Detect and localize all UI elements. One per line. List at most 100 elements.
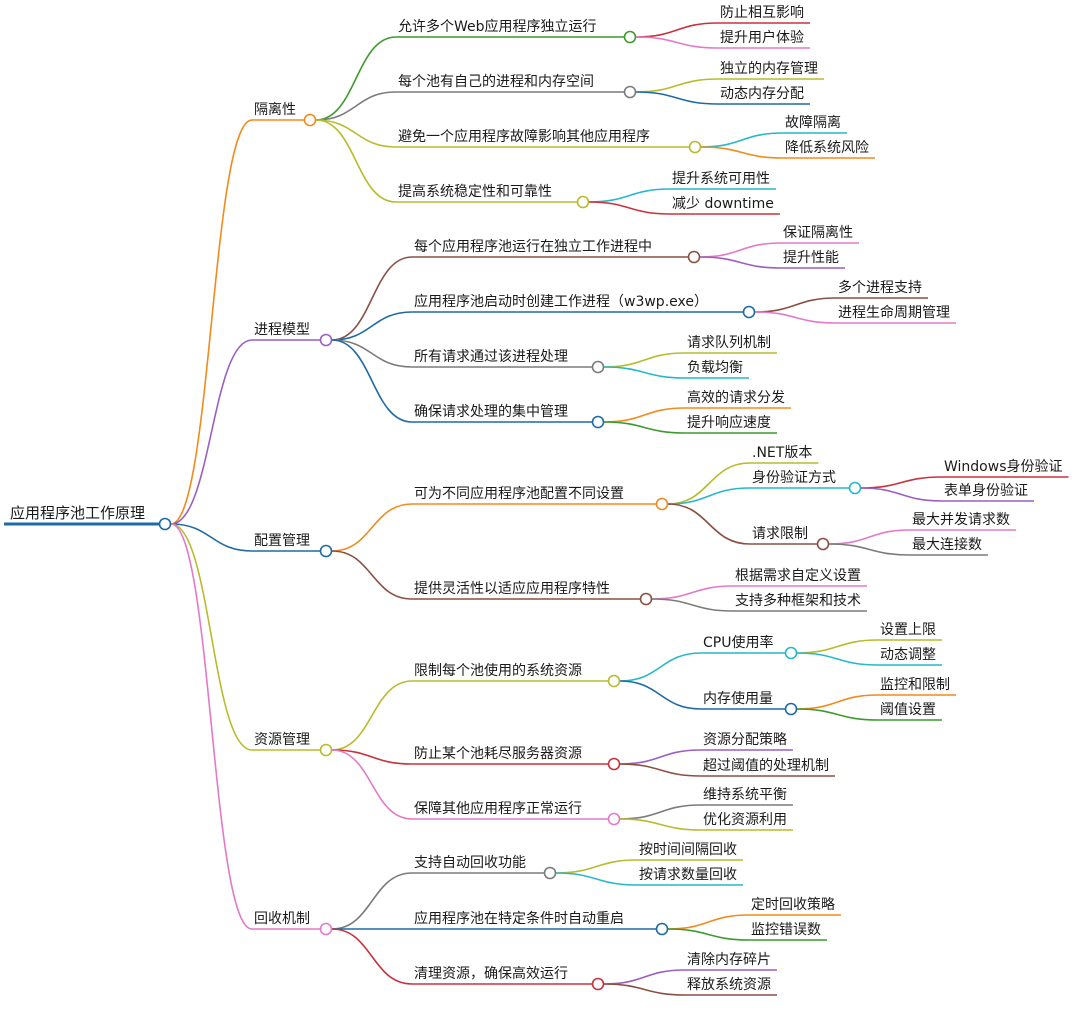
connector-b1-3-0 xyxy=(603,407,686,423)
topic-b0-2-0[interactable]: 故障隔离 xyxy=(785,115,841,131)
collapse-toggle-b1-0[interactable] xyxy=(687,250,701,264)
topic-b3-1[interactable]: 防止某个池耗尽服务器资源 xyxy=(414,746,582,762)
collapse-toggle-b4-1[interactable] xyxy=(655,922,669,936)
connector-b0-0-0 xyxy=(635,22,719,38)
collapse-toggle-b3-0-0[interactable] xyxy=(784,646,798,660)
collapse-toggle-b0-0[interactable] xyxy=(623,30,637,44)
connector-b2-0-2-1 xyxy=(828,543,911,556)
topic-b3[interactable]: 资源管理 xyxy=(254,732,310,748)
topic-b1-2-1[interactable]: 负载均衡 xyxy=(687,360,743,376)
collapse-toggle-b4-0[interactable] xyxy=(543,866,557,880)
topic-b1-3[interactable]: 确保请求处理的集中管理 xyxy=(414,404,568,420)
topic-b1-0-1[interactable]: 提升性能 xyxy=(783,250,839,266)
collapse-toggle-b1-2[interactable] xyxy=(591,360,605,374)
topic-b4-0-0[interactable]: 按时间间隔回收 xyxy=(639,842,737,858)
topic-b0-1-0[interactable]: 独立的内存管理 xyxy=(720,61,818,77)
topic-b3-0-1[interactable]: 内存使用量 xyxy=(703,691,773,707)
topic-b2-1[interactable]: 提供灵活性以适应应用程序特性 xyxy=(414,581,610,597)
topic-b0-0-1[interactable]: 提升用户体验 xyxy=(720,30,804,46)
connector-b2-0-0 xyxy=(667,462,751,505)
topic-b0-0-0[interactable]: 防止相互影响 xyxy=(720,5,804,21)
topic-b2-0-2[interactable]: 请求限制 xyxy=(752,526,808,542)
topic-b0-1-1[interactable]: 动态内存分配 xyxy=(720,86,804,102)
topic-b0-3[interactable]: 提高系统稳定性和可靠性 xyxy=(398,184,552,200)
topic-b2-1-1[interactable]: 支持多种框架和技术 xyxy=(735,593,861,609)
topic-b4[interactable]: 回收机制 xyxy=(254,911,310,927)
collapse-toggle-b2-1[interactable] xyxy=(639,592,653,606)
topic-b0-1[interactable]: 每个池有自己的进程和内存空间 xyxy=(398,74,594,90)
collapse-toggle-b3-2[interactable] xyxy=(607,812,621,826)
root-topic[interactable]: 应用程序池工作原理 xyxy=(10,504,146,522)
topic-b3-2-1[interactable]: 优化资源利用 xyxy=(703,812,787,828)
topic-b0-3-0[interactable]: 提升系统可用性 xyxy=(672,171,770,187)
collapse-toggle-root[interactable] xyxy=(158,517,172,531)
topic-b1-3-1[interactable]: 提升响应速度 xyxy=(687,415,771,431)
connector-b4-2 xyxy=(331,928,413,985)
topic-b4-0[interactable]: 支持自动回收功能 xyxy=(414,855,526,871)
collapse-toggle-b0[interactable] xyxy=(303,113,317,127)
topic-b4-1-1[interactable]: 监控错误数 xyxy=(751,922,821,938)
connector-b2-0-1-0 xyxy=(860,476,943,489)
topic-b3-1-0[interactable]: 资源分配策略 xyxy=(703,732,787,748)
topic-b2-0[interactable]: 可为不同应用程序池配置不同设置 xyxy=(414,486,624,502)
topic-b1-1-1[interactable]: 进程生命周期管理 xyxy=(838,305,950,321)
topic-b3-2-0[interactable]: 维持系统平衡 xyxy=(703,787,787,803)
topic-b3-0-0-0[interactable]: 设置上限 xyxy=(880,622,936,638)
topic-b1-2[interactable]: 所有请求通过该进程处理 xyxy=(414,349,568,365)
topic-b1-1-0[interactable]: 多个进程支持 xyxy=(838,280,922,296)
topic-b4-2-0[interactable]: 清除内存碎片 xyxy=(687,952,771,968)
topic-b1-1[interactable]: 应用程序池启动时创建工作进程（w3wp.exe） xyxy=(414,294,708,310)
topic-b2-0-2-1[interactable]: 最大连接数 xyxy=(912,537,982,553)
topic-b1-0-0[interactable]: 保证隔离性 xyxy=(783,225,853,241)
topic-b0-2-1[interactable]: 降低系统风险 xyxy=(785,140,869,156)
topic-b2-0-1[interactable]: 身份验证方式 xyxy=(752,470,836,486)
collapse-toggle-b1[interactable] xyxy=(319,333,333,347)
topic-b4-2-1[interactable]: 释放系统资源 xyxy=(687,977,771,993)
topic-b1-3-0[interactable]: 高效的请求分发 xyxy=(687,390,785,406)
topic-b1-2-0[interactable]: 请求队列机制 xyxy=(687,335,771,351)
collapse-toggle-b2[interactable] xyxy=(319,544,333,558)
topic-b2-0-0[interactable]: .NET版本 xyxy=(752,445,813,461)
collapse-toggle-b3-1[interactable] xyxy=(607,757,621,771)
topic-b2-0-1-0[interactable]: Windows身份验证 xyxy=(944,459,1063,475)
topic-b3-0-1-1[interactable]: 阈值设置 xyxy=(880,702,936,718)
collapse-toggle-b2-0[interactable] xyxy=(655,497,669,511)
topic-b3-1-1[interactable]: 超过阈值的处理机制 xyxy=(703,758,829,774)
collapse-toggle-b3-0[interactable] xyxy=(607,674,621,688)
topic-b0-3-1[interactable]: 减少 downtime xyxy=(672,196,774,212)
topic-b2-0-2-0[interactable]: 最大并发请求数 xyxy=(912,512,1010,528)
collapse-toggle-b0-3[interactable] xyxy=(576,195,590,209)
collapse-toggle-b3-0-1[interactable] xyxy=(784,702,798,716)
topic-b4-2[interactable]: 清理资源，确保高效运行 xyxy=(414,966,568,982)
topic-b4-1[interactable]: 应用程序池在特定条件时自动重启 xyxy=(414,911,624,927)
topic-b3-0-1-0[interactable]: 监控和限制 xyxy=(880,677,950,693)
topic-b0-0[interactable]: 允许多个Web应用程序独立运行 xyxy=(398,19,597,35)
collapse-toggle-b4-2[interactable] xyxy=(591,977,605,991)
topic-b3-0-0-1[interactable]: 动态调整 xyxy=(880,647,936,663)
topic-b1-0[interactable]: 每个应用程序池运行在独立工作进程中 xyxy=(414,239,652,255)
topic-b4-1-0[interactable]: 定时回收策略 xyxy=(751,897,835,913)
topic-b0[interactable]: 隔离性 xyxy=(254,102,296,118)
topic-b3-0[interactable]: 限制每个池使用的系统资源 xyxy=(414,663,582,679)
topic-b2-0-1-1[interactable]: 表单身份验证 xyxy=(944,483,1028,499)
collapse-toggle-b4[interactable] xyxy=(319,922,333,936)
collapse-toggle-b2-0-2[interactable] xyxy=(816,537,830,551)
collapse-toggle-b0-2[interactable] xyxy=(688,140,702,154)
topic-b2[interactable]: 配置管理 xyxy=(254,533,310,549)
topic-b1[interactable]: 进程模型 xyxy=(254,322,310,338)
topic-b3-2[interactable]: 保障其他应用程序正常运行 xyxy=(414,801,582,817)
topic-b3-0-0[interactable]: CPU使用率 xyxy=(703,635,774,651)
connector-b3-0 xyxy=(331,680,413,751)
connector-b2-0-2 xyxy=(667,503,751,545)
connector-b2-1 xyxy=(331,550,413,600)
topic-b4-0-1[interactable]: 按请求数量回收 xyxy=(639,867,737,883)
collapse-toggle-b2-0-1[interactable] xyxy=(848,481,862,495)
collapse-toggle-b1-1[interactable] xyxy=(742,305,756,319)
collapse-toggle-b3[interactable] xyxy=(319,743,333,757)
collapse-toggle-b0-1[interactable] xyxy=(623,85,637,99)
topic-b2-1-0[interactable]: 根据需求自定义设置 xyxy=(735,568,861,584)
connector-b2 xyxy=(170,523,253,552)
topic-b0-2[interactable]: 避免一个应用程序故障影响其他应用程序 xyxy=(398,129,650,145)
connector-b1-0-1 xyxy=(699,256,782,269)
collapse-toggle-b1-3[interactable] xyxy=(591,415,605,429)
